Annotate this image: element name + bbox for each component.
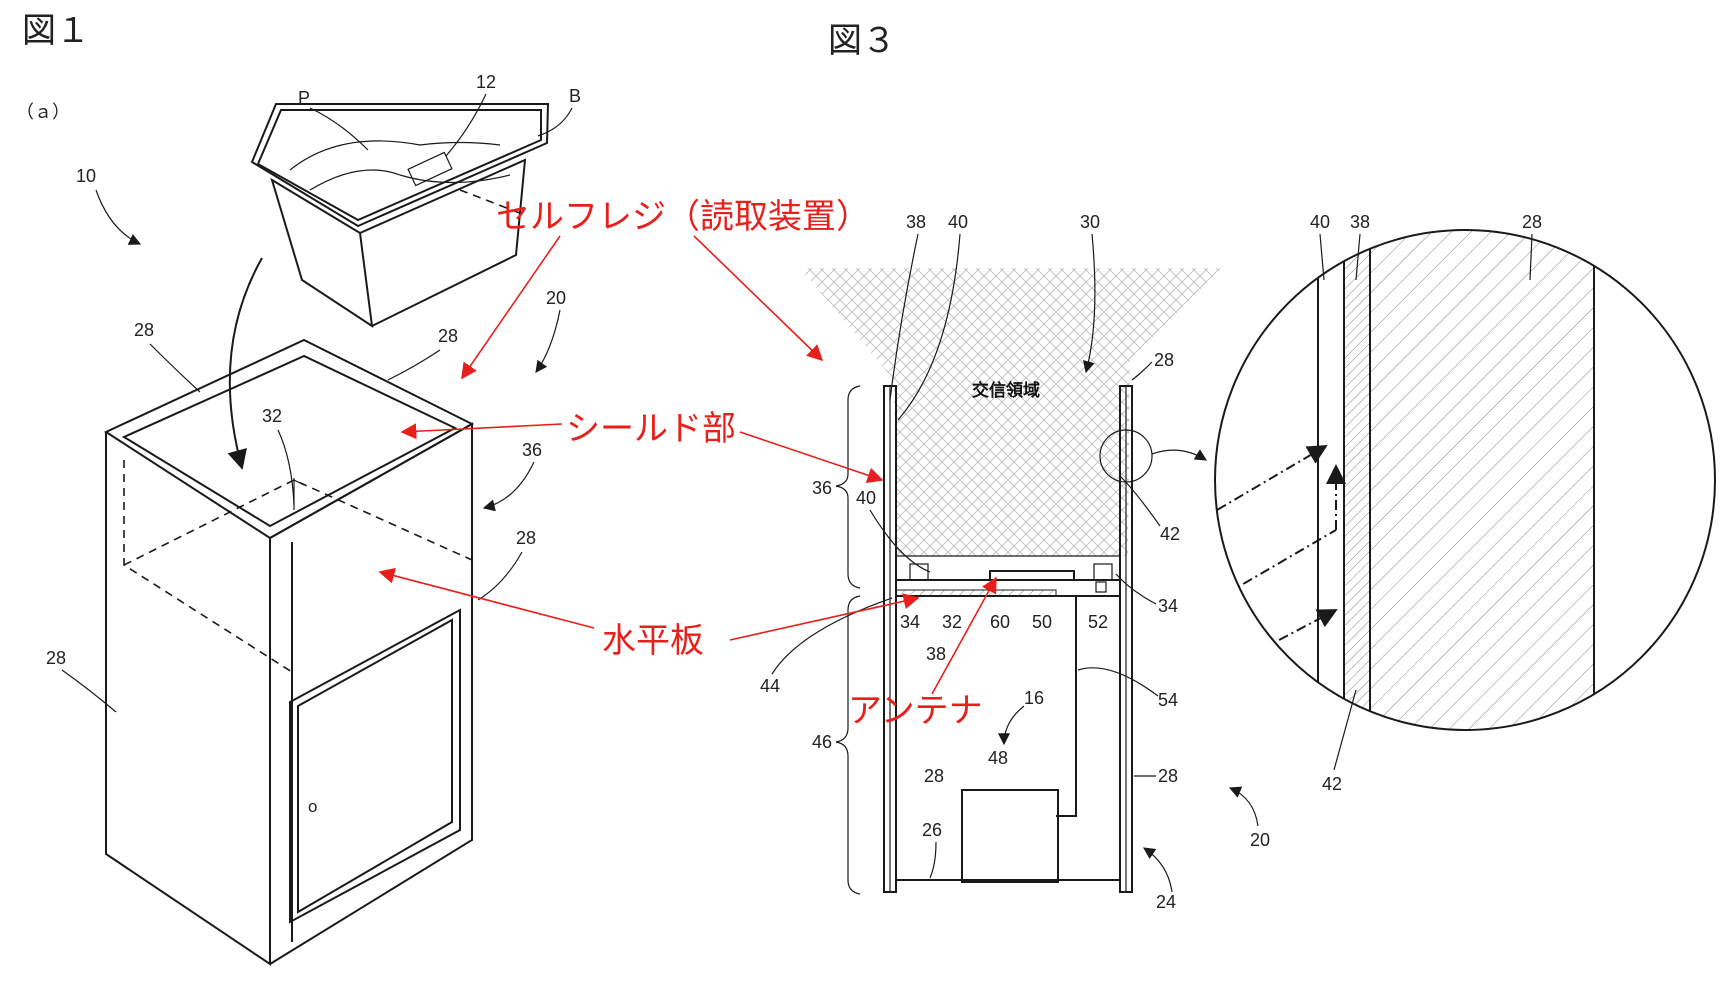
door-knob-icon: o [308,797,317,816]
annotation-horizontal-plate: 水平板 [602,621,704,661]
fig3-label-20: 20 [1250,830,1270,850]
detail-label-28: 28 [1522,212,1542,232]
annotation-self-register: セルフレジ（読取装置） [496,197,870,237]
figure-1-title: 図１ [22,11,90,51]
label-36: 36 [522,440,542,460]
fig3-label-34-right: 34 [1158,596,1178,616]
label-b: B [569,86,581,106]
fig3-label-44: 44 [760,676,780,696]
label-28-d: 28 [46,648,66,668]
figure-3-title: 図３ [828,21,896,61]
fig3-label-40-top: 40 [948,212,968,232]
label-12: 12 [476,72,496,92]
fig3-label-28-left: 28 [924,766,944,786]
label-10: 10 [76,166,96,186]
figure-1: 図１ （ａ） o [16,11,581,964]
detail-label-42: 42 [1322,774,1342,794]
communication-region [800,268,1222,556]
self-register-box: o [106,340,472,964]
label-28-b: 28 [438,326,458,346]
label-28-c: 28 [516,528,536,548]
fig3-label-60: 60 [990,612,1010,632]
fig3-label-24: 24 [1156,892,1176,912]
fig3-label-52: 52 [1088,612,1108,632]
fig3-label-40-mid: 40 [856,488,876,508]
antenna-element [990,571,1074,580]
label-32: 32 [262,406,282,426]
label-p: P [298,88,310,108]
fig3-label-30: 30 [1080,212,1100,232]
insert-arrow [230,258,262,468]
detail-label-38: 38 [1350,212,1370,232]
detail-view: 40 38 28 42 [1200,212,1715,794]
fig3-label-36: 36 [812,478,832,498]
fig3-label-38-mid: 38 [926,644,946,664]
fig3-label-28-top: 28 [1154,350,1174,370]
annotation-antenna: アンテナ [848,691,983,731]
control-unit [962,790,1058,882]
label-28-a: 28 [134,320,154,340]
detail-label-40: 40 [1310,212,1330,232]
fig3-label-16: 16 [1024,688,1044,708]
fig3-label-48: 48 [988,748,1008,768]
label-20: 20 [546,288,566,308]
figure-3: 図３ 交信領域 38 40 30 28 36 40 [760,21,1270,912]
annotation-shield: シールド部 [566,409,736,449]
fig3-label-26: 26 [922,820,942,840]
fig3-label-42: 42 [1160,524,1180,544]
fig3-label-34-left: 34 [900,612,920,632]
fig3-label-50: 50 [1032,612,1052,632]
fig3-label-38-top: 38 [906,212,926,232]
communication-region-label: 交信領域 [972,380,1040,401]
fig3-label-32: 32 [942,612,962,632]
fig3-label-28-right: 28 [1158,766,1178,786]
fig3-label-46: 46 [812,732,832,752]
figure-1-subtitle: （ａ） [16,102,70,122]
fig3-label-54: 54 [1158,690,1178,710]
